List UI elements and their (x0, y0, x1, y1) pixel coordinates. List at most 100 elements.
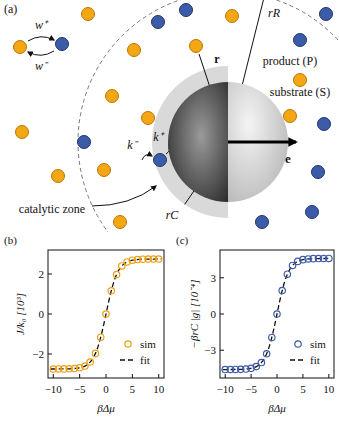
axis-text: J/k₀ [10³] (14, 293, 27, 335)
tick (220, 277, 224, 278)
fit-curve (51, 259, 162, 369)
tick (48, 314, 52, 315)
legend-sample (290, 359, 306, 360)
tick (132, 374, 133, 378)
substrate-particle (312, 166, 325, 179)
tick (328, 374, 329, 378)
sim-point (258, 359, 264, 365)
legend-text: fit (310, 354, 320, 367)
callout-label: product (P) (263, 55, 317, 69)
axis-text: 5 (300, 383, 306, 396)
substrate-particle (306, 206, 319, 219)
product-particle (106, 90, 119, 103)
substrate-particle (154, 154, 167, 167)
legend-text: sim (310, 338, 326, 351)
tick (220, 350, 224, 351)
axis-text: −10 (217, 383, 234, 396)
substrate-particle (152, 16, 165, 29)
sphere-dark-half (168, 82, 228, 202)
substrate-particle (294, 34, 307, 47)
product-particle (190, 40, 203, 53)
product-particle (52, 170, 65, 183)
axis-text: −5 (74, 383, 86, 396)
callout-label: w⁺ (35, 19, 47, 33)
axes-frame (220, 250, 334, 378)
axis-text: −3 (204, 344, 216, 357)
callout-label: catalytic zone (19, 203, 85, 217)
janus-particle: e (168, 82, 288, 202)
axis-text: −βrC |g| [10⁻⁴] (188, 280, 201, 349)
axis-text: 5 (130, 383, 136, 396)
product-particle (294, 74, 307, 87)
tick (277, 374, 278, 378)
tick (48, 354, 52, 355)
sim-point (269, 334, 275, 340)
substrate-particle (78, 136, 91, 149)
sim-point (263, 351, 269, 357)
product-particle (284, 110, 297, 123)
axis-text: βΔμ (268, 402, 285, 415)
axis-text: 0 (39, 308, 45, 321)
axis-text: −2 (32, 348, 44, 361)
product-particle (82, 8, 95, 21)
tick (251, 374, 252, 378)
fit-curve (223, 258, 332, 369)
callout-label: w⁻ (35, 60, 47, 74)
product-particle (16, 126, 29, 139)
tick (106, 374, 107, 378)
axes-frame (48, 250, 164, 378)
product-particle (14, 41, 27, 54)
plot-c (220, 250, 334, 378)
sphere-shape (168, 82, 288, 202)
reaction-arrow (92, 186, 156, 206)
axis-text: 10 (323, 383, 334, 396)
reaction-arrow (28, 51, 54, 55)
sim-point (108, 288, 114, 294)
callout-label: k⁺ (153, 131, 162, 145)
sim-point (284, 271, 290, 277)
axis-text: 0 (274, 383, 280, 396)
product-particle (114, 216, 127, 229)
axis-text: 0 (103, 383, 109, 396)
product-particle (142, 112, 155, 125)
tick-marks (220, 278, 329, 378)
callout-label: rR (268, 7, 280, 21)
callout-label: (a) (4, 3, 17, 17)
sim-point (279, 287, 285, 293)
callout-label: r (214, 53, 219, 67)
substrate-particle (320, 8, 333, 21)
callout-label: substrate (S) (270, 86, 330, 100)
axis-text: −5 (245, 383, 257, 396)
axis-text: 10 (153, 383, 164, 396)
axis-text: 2 (39, 268, 45, 281)
axis-text: 3 (211, 271, 217, 284)
sim-point (156, 256, 162, 262)
axis-text: (b) (4, 234, 17, 247)
legend-text: fit (140, 354, 150, 367)
legend-sample (295, 341, 301, 347)
sim-point (113, 271, 119, 277)
sim-point (92, 350, 98, 356)
sim-point (103, 311, 109, 317)
substrate-particle (318, 118, 331, 131)
tick-marks (48, 274, 159, 378)
substrate-particle (256, 216, 269, 229)
reaction-arrow (142, 155, 152, 160)
axis-text: −10 (45, 383, 62, 396)
substrate-particle (56, 38, 69, 51)
legend-text: sim (140, 338, 156, 351)
plot-b (48, 250, 164, 378)
legend-sample (120, 359, 136, 360)
product-particle (98, 164, 111, 177)
sim-point (98, 334, 104, 340)
tick (53, 374, 54, 378)
orientation-arrow (228, 141, 296, 144)
vector-label: e (285, 152, 291, 167)
tick (302, 374, 303, 378)
sim-point (326, 255, 332, 261)
tick (48, 274, 52, 275)
reaction-arrow (28, 37, 54, 41)
catalytic-zone (152, 66, 228, 218)
tick (79, 374, 80, 378)
